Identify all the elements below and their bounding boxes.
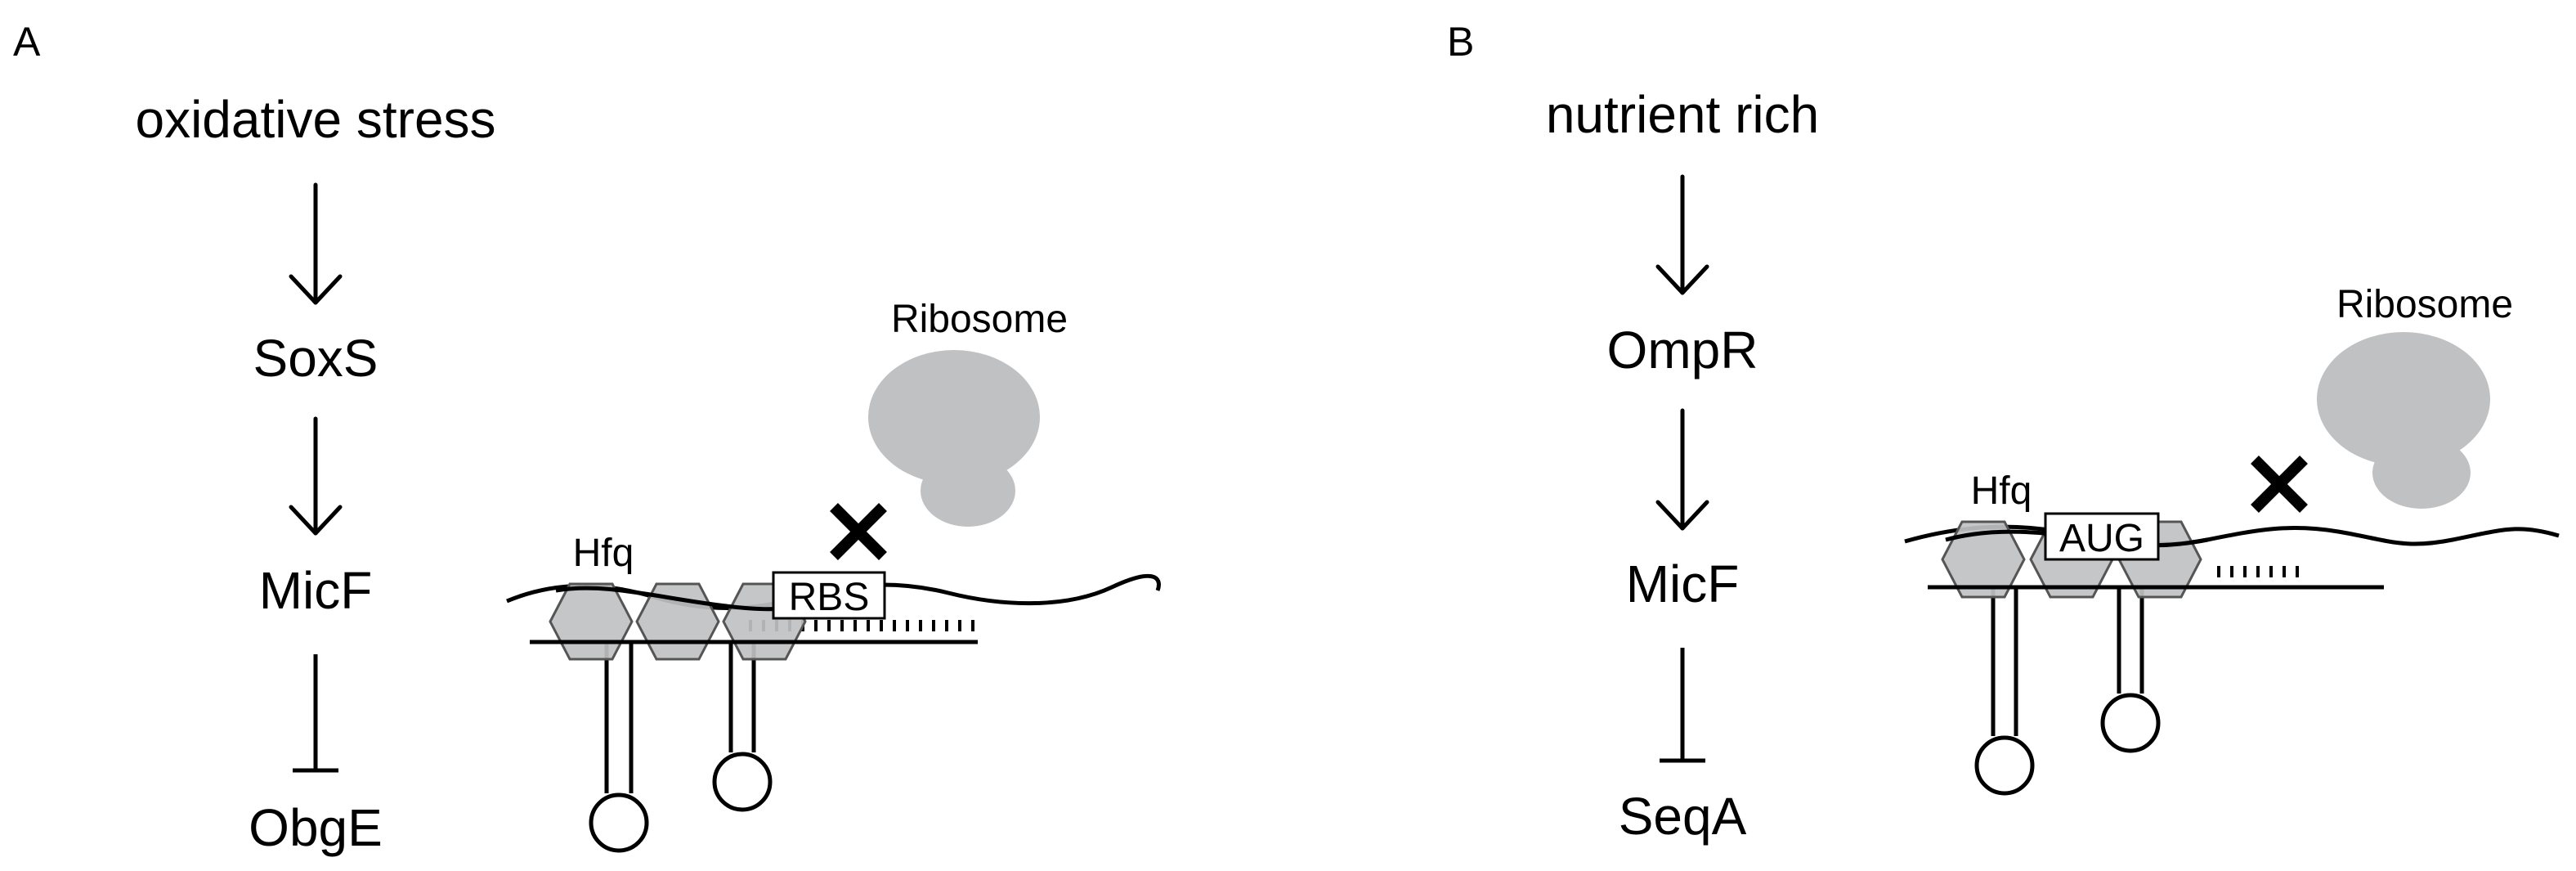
x-mark-icon — [2251, 456, 2308, 513]
t-bar-inhibition-icon — [293, 654, 338, 773]
x-mark-icon — [830, 503, 887, 560]
srna-label: MicF — [1626, 554, 1740, 613]
base-pairing-ticks — [2217, 566, 2299, 577]
ribosome-label: Ribosome — [891, 298, 1068, 341]
regulator-label: OmpR — [1607, 321, 1758, 379]
ribosome-shape-icon — [2317, 332, 2490, 509]
hfq-label: Hfq — [1971, 469, 2032, 513]
stem-loop — [712, 642, 773, 812]
regulator-label: SoxS — [253, 329, 379, 388]
hfq-hexamer — [549, 582, 807, 661]
panel-a: A oxidative stress SoxS MicF ObgE — [13, 19, 1161, 857]
rbs-box: RBS — [772, 571, 886, 620]
t-bar-inhibition-icon — [1660, 648, 1705, 763]
stress-signal-label: oxidative stress — [135, 90, 495, 149]
panel-letter-a: A — [13, 19, 41, 65]
stem-loop — [2100, 587, 2161, 753]
mrna-strand — [1904, 524, 2560, 546]
hexagon-icon — [1941, 520, 2026, 599]
srna-label: MicF — [259, 561, 373, 620]
aug-box: AUG — [2044, 512, 2160, 561]
down-arrow-icon — [1655, 174, 1709, 295]
down-arrow-icon — [289, 182, 343, 305]
rbs-label: RBS — [789, 576, 870, 619]
target-gene-label: SeqA — [1619, 787, 1747, 846]
stem-loop — [1974, 587, 2035, 796]
target-gene-label: ObgE — [249, 798, 383, 857]
panel-letter-b: B — [1447, 19, 1474, 65]
aug-label: AUG — [2059, 517, 2144, 560]
ribosome-shape-icon — [868, 350, 1040, 527]
down-arrow-icon — [289, 416, 343, 536]
hexagon-icon — [549, 582, 634, 661]
down-arrow-icon — [1655, 408, 1709, 531]
hfq-label: Hfq — [573, 532, 634, 575]
mrna-srna-schematic-a: Hfq RBS Ribosome — [506, 298, 1161, 853]
ribosome-label: Ribosome — [2336, 283, 2513, 326]
mrna-srna-schematic-b: Hfq AUG Ribosome — [1904, 283, 2560, 796]
condition-label: nutrient rich — [1546, 85, 1819, 144]
stem-loop — [589, 642, 649, 853]
panel-b: B nutrient rich OmpR MicF SeqA — [1447, 19, 2560, 846]
